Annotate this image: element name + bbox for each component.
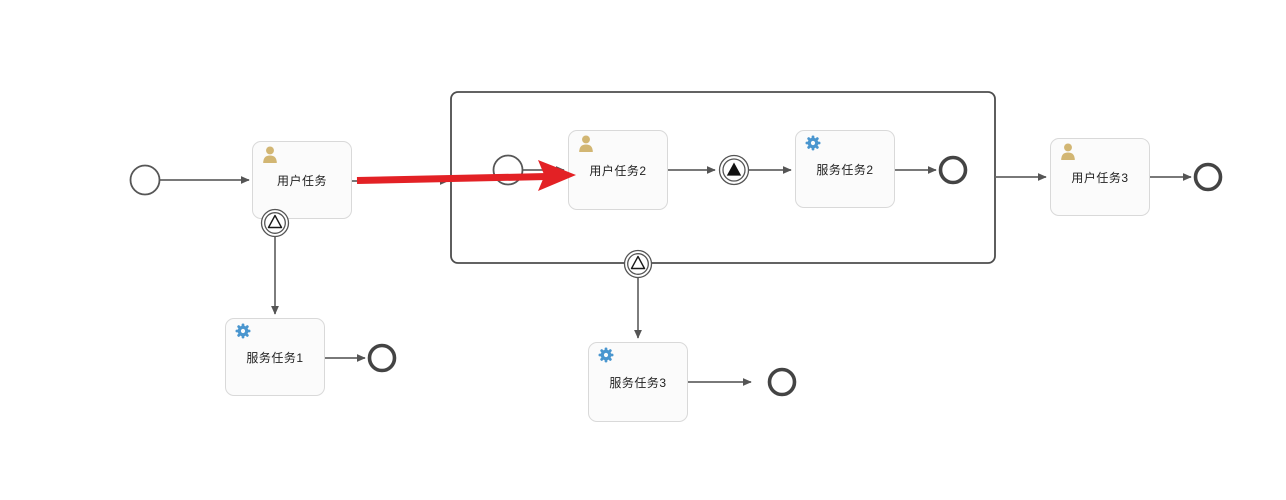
signal-boundary-event-1[interactable] bbox=[260, 208, 290, 238]
end-event-4[interactable] bbox=[1193, 162, 1223, 192]
signal-boundary-event-2[interactable] bbox=[623, 249, 653, 279]
task-service-task-3[interactable]: 服务任务3 bbox=[588, 342, 688, 422]
task-user-task-1[interactable]: 用户任务 bbox=[252, 141, 352, 219]
signal-triangle-icon bbox=[267, 214, 283, 229]
gear-icon bbox=[805, 135, 821, 152]
red-annotation-arrow bbox=[356, 160, 576, 191]
user-icon bbox=[578, 135, 594, 152]
gear-icon bbox=[598, 347, 614, 364]
signal-triangle-icon bbox=[630, 255, 646, 270]
signal-throw-event[interactable] bbox=[718, 154, 750, 186]
end-event-2[interactable] bbox=[938, 155, 968, 185]
end-event-1[interactable] bbox=[367, 343, 397, 373]
user-icon bbox=[1060, 143, 1076, 160]
gear-icon bbox=[235, 323, 251, 340]
start-event[interactable] bbox=[129, 164, 161, 196]
task-label: 服务任务2 bbox=[816, 162, 874, 177]
end-event-3[interactable] bbox=[767, 367, 797, 397]
task-label: 用户任务 bbox=[276, 173, 327, 188]
task-label: 用户任务2 bbox=[589, 163, 647, 178]
user-icon bbox=[262, 146, 278, 163]
task-label: 用户任务3 bbox=[1071, 170, 1129, 185]
task-user-task-2[interactable]: 用户任务2 bbox=[568, 130, 668, 210]
task-label: 服务任务1 bbox=[246, 350, 304, 365]
signal-filled-triangle-icon bbox=[726, 162, 742, 176]
task-label: 服务任务3 bbox=[609, 375, 667, 390]
task-service-task-1[interactable]: 服务任务1 bbox=[225, 318, 325, 396]
task-user-task-3[interactable]: 用户任务3 bbox=[1050, 138, 1150, 216]
task-service-task-2[interactable]: 服务任务2 bbox=[795, 130, 895, 208]
